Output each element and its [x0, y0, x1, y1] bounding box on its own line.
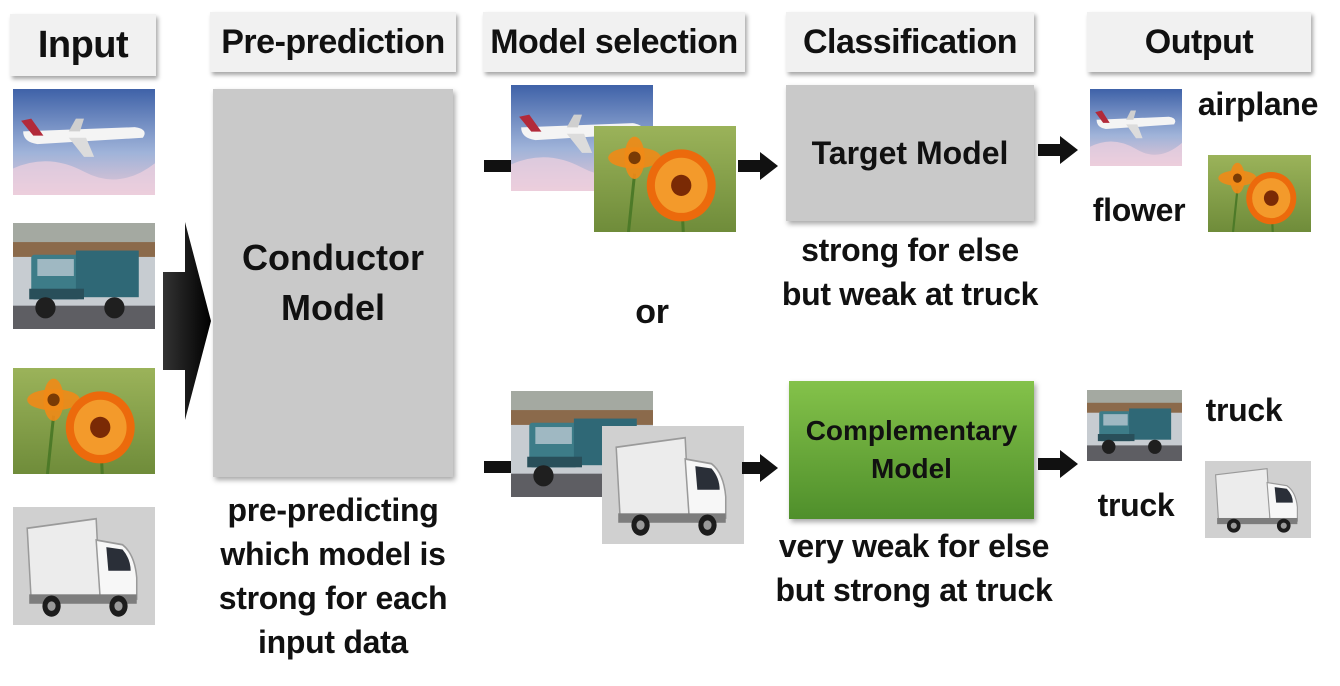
bottom-box-truck-image: [602, 426, 744, 544]
conductor-caption-line: pre-predicting: [227, 492, 439, 528]
output-flower-image: [1208, 155, 1311, 232]
header-model-selection: Model selection: [483, 12, 745, 72]
complementary-title-line1: Complementary: [805, 415, 1018, 446]
complementary-model-box: Complementary Model: [789, 381, 1034, 519]
target-model-box: Target Model: [786, 85, 1034, 221]
output-box-truck-image: [1205, 461, 1311, 538]
header-input: Input: [10, 14, 156, 76]
complementary-caption-line: but strong at truck: [775, 572, 1053, 608]
top-to-target-arrow-icon: [738, 152, 778, 180]
or-label: or: [635, 293, 669, 331]
conductor-caption: pre-predicting which model is strong for…: [198, 488, 468, 664]
header-output: Output: [1087, 12, 1311, 72]
input-airplane-image: [13, 89, 155, 195]
conductor-caption-line: input data: [258, 624, 408, 660]
output-label-flower: flower: [1092, 192, 1186, 228]
bottom-branch-connector: [484, 461, 512, 473]
complementary-caption: very weak for else but strong at truck: [760, 524, 1068, 612]
input-box-truck-image: [13, 507, 155, 625]
top-flower-image: [594, 126, 736, 232]
conductor-title-line2: Model: [281, 287, 385, 328]
target-model-title: Target Model: [811, 134, 1009, 171]
input-dump-truck-image: [13, 223, 155, 329]
top-branch-connector: [484, 160, 512, 172]
complementary-caption-line: very weak for else: [778, 528, 1050, 564]
output-label-airplane: airplane: [1197, 86, 1319, 122]
target-caption: strong for else but weak at truck: [770, 228, 1050, 316]
input-to-conductor-arrow-icon: [163, 222, 211, 420]
output-airplane-image: [1090, 89, 1182, 166]
output-label-truck-2: truck: [1097, 487, 1175, 523]
target-caption-line: but weak at truck: [781, 276, 1039, 312]
header-classification: Classification: [786, 12, 1034, 72]
conductor-title-line1: Conductor: [242, 237, 424, 278]
complementary-to-output-arrow-icon: [1038, 450, 1078, 478]
output-label-truck-1: truck: [1205, 392, 1283, 428]
conductor-model-box: Conductor Model: [213, 89, 453, 477]
header-pre-prediction: Pre-prediction: [210, 12, 456, 72]
conductor-caption-line: strong for each: [218, 580, 448, 616]
input-flower-image: [13, 368, 155, 474]
target-caption-line: strong for else: [801, 232, 1019, 268]
output-dump-truck-image: [1087, 390, 1182, 461]
bottom-to-complementary-arrow-icon: [742, 454, 778, 482]
conductor-caption-line: which model is: [220, 536, 446, 572]
complementary-title-line2: Model: [871, 453, 952, 484]
target-to-output-arrow-icon: [1038, 136, 1078, 164]
